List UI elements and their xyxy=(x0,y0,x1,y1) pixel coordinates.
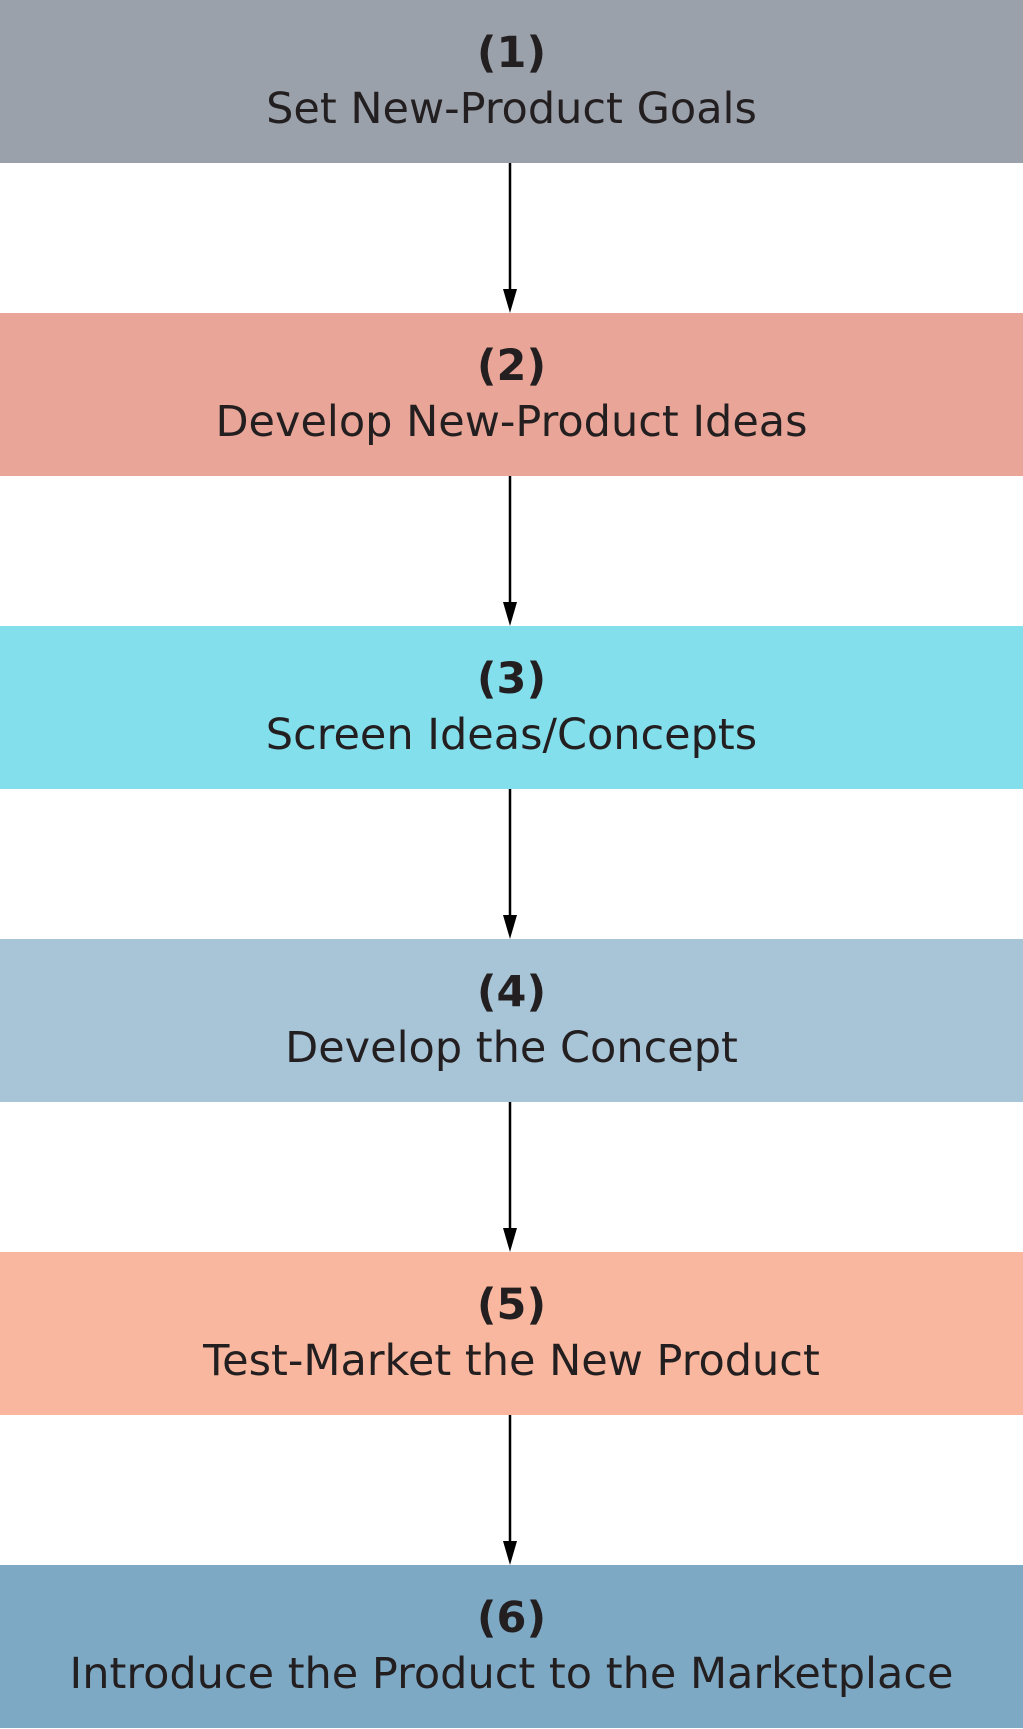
arrow-2-to-3 xyxy=(500,476,520,626)
arrow-1-to-2 xyxy=(500,163,520,313)
arrow-4-to-5 xyxy=(500,1102,520,1252)
step-4-label: Develop the Concept xyxy=(285,1022,738,1073)
step-5-label: Test-Market the New Product xyxy=(203,1335,820,1386)
step-4-number: (4) xyxy=(476,966,547,1017)
step-3-box: (3) Screen Ideas/Concepts xyxy=(0,626,1023,789)
step-6-label: Introduce the Product to the Marketplace xyxy=(69,1648,954,1699)
step-2-label: Develop New-Product Ideas xyxy=(215,396,808,447)
step-1-number: (1) xyxy=(476,27,547,78)
step-6-number: (6) xyxy=(476,1592,547,1643)
step-3-number: (3) xyxy=(476,653,547,704)
arrow-5-to-6 xyxy=(500,1415,520,1565)
step-2-box: (2) Develop New-Product Ideas xyxy=(0,313,1023,476)
step-1-label: Set New-Product Goals xyxy=(266,83,757,134)
step-4-box: (4) Develop the Concept xyxy=(0,939,1023,1102)
step-5-box: (5) Test-Market the New Product xyxy=(0,1252,1023,1415)
step-1-box: (1) Set New-Product Goals xyxy=(0,0,1023,163)
step-2-number: (2) xyxy=(476,340,547,391)
arrow-3-to-4 xyxy=(500,789,520,939)
step-5-number: (5) xyxy=(476,1279,547,1330)
step-6-box: (6) Introduce the Product to the Marketp… xyxy=(0,1565,1023,1728)
step-3-label: Screen Ideas/Concepts xyxy=(265,709,758,760)
